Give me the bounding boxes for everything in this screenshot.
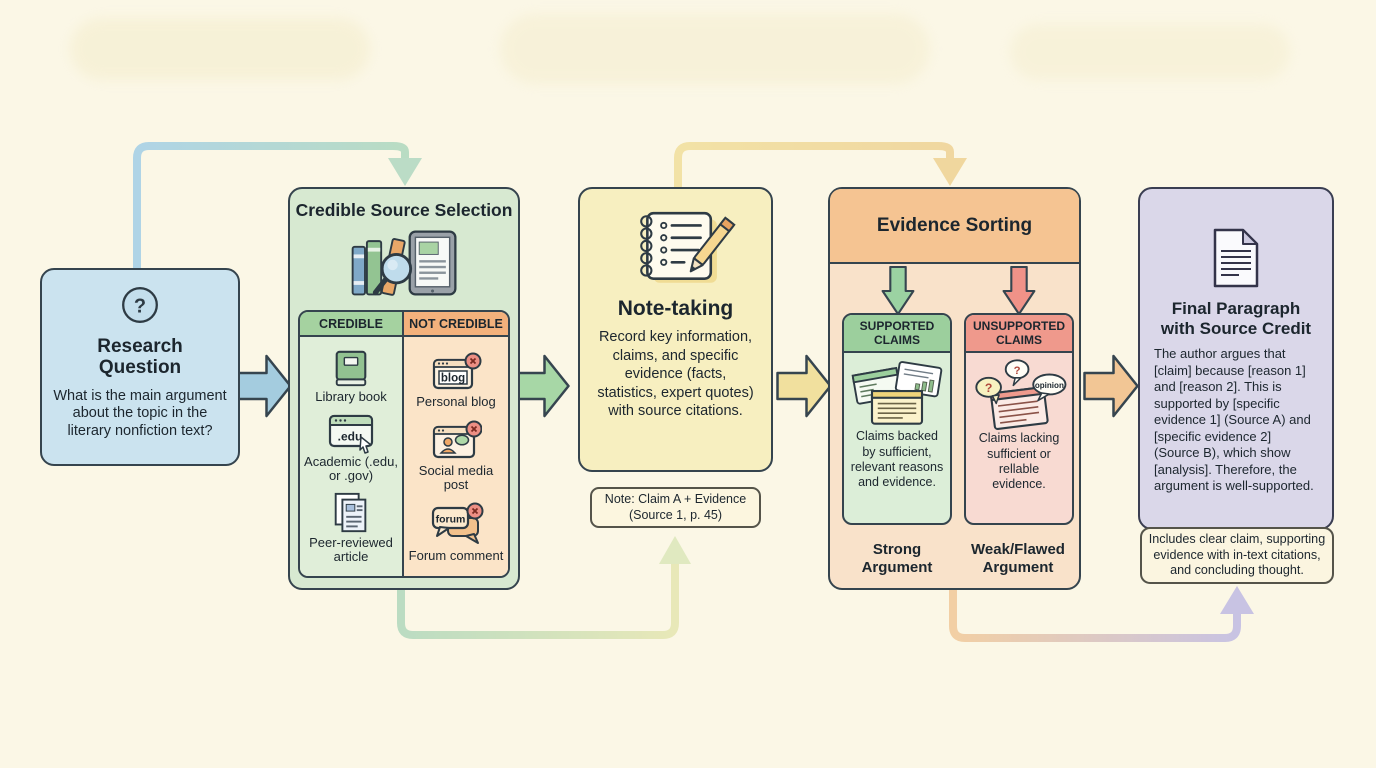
unsupported-claims-box: UNSUPPORTED CLAIMS ? ? [964,313,1074,525]
arrowhead-up-icon [659,536,691,564]
down-arrow-red-icon [1002,266,1036,316]
down-arrow-green-icon [881,266,915,316]
note-taking-title: Note-taking [617,297,734,320]
background-artifact [500,14,930,84]
question-circle-icon: ? [122,287,158,323]
list-item: blog Personal blog [416,350,496,409]
peer-reviewed-article-icon [334,492,367,532]
unsupported-claims-text: Claims lacking sufficient or rellable ev… [978,431,1060,492]
not-credible-column-header: NOT CREDIBLE [404,312,508,337]
notebook-pencil-icon [580,205,771,293]
list-item: .edu Academic (.edu, or .gov) [303,412,399,484]
svg-text:blog: blog [441,373,465,385]
final-paragraph-box: Final Paragraph with Source Credit The a… [1138,187,1334,530]
note-cards-icon [844,356,950,428]
books-magnifier-tablet-icon [290,224,518,302]
list-item: Library book [315,349,387,404]
connector-evidence-to-final-caption [949,586,1254,642]
list-item: forum Forum comment [408,502,504,563]
svg-text:opinion: opinion [1035,381,1064,390]
evidence-sorting-box: Evidence Sorting SUPPORTED CLAIMS [828,187,1081,590]
credible-source-selection-title: Credible Source Selection [295,200,513,220]
arrowhead-down-icon [388,158,422,186]
background-artifact [1010,24,1290,80]
source-comparison-table: CREDIBLE NOT CREDIBLE Library book [298,310,510,578]
arrowhead-up-icon [1220,586,1254,614]
social-media-post-icon [432,420,482,458]
personal-blog-icon: blog [432,352,482,390]
library-book-icon [335,350,367,386]
svg-text:?: ? [985,381,993,395]
opinion-bubbles-icon: ? ? opinion [966,356,1072,431]
credible-column: Library book .edu Academic (.edu, or .go… [300,337,404,576]
supported-claims-text: Claims backed by sufficient, relevant re… [850,429,944,490]
research-question-box: ? Research Question What is the main arg… [40,268,240,466]
background-artifact [70,18,370,80]
flow-arrow-right-icon [514,354,570,418]
flow-arrow-right-icon [1083,354,1139,418]
list-item: Social media post [408,419,504,493]
final-paragraph-caption: Includes clear claim, supporting evidenc… [1140,527,1334,584]
note-taking-box: Note-taking Record key information, clai… [578,187,773,472]
document-icon [1140,227,1332,289]
connector-credible-to-note-example [397,536,691,639]
source-item-label: Personal blog [416,394,496,410]
final-paragraph-text: The author argues that [claim] because [… [1154,346,1314,494]
svg-text:?: ? [134,295,146,317]
weak-argument-label: Weak/Flawed Argument [971,541,1065,576]
forum-comment-icon: forum [431,502,484,544]
not-credible-column: blog Personal blog [404,337,508,576]
final-paragraph-title: Final Paragraph with Source Credit [1160,299,1312,339]
evidence-sorting-title: Evidence Sorting [830,189,1079,264]
note-taking-text: Record key information, claims, and spec… [597,329,754,420]
strong-argument-label: Strong Argument [861,541,933,576]
supported-claims-box: SUPPORTED CLAIMS [842,313,952,525]
source-item-label: Social media post [418,462,494,492]
credible-source-selection-box: Credible Source Selection CRED [288,187,520,590]
research-question-title: Research Question [97,336,183,379]
supported-claims-header: SUPPORTED CLAIMS [844,315,950,354]
source-item-label: Forum comment [408,547,504,563]
connector-research-to-credible [133,142,422,268]
research-question-text: What is the main argument about the topi… [53,387,227,439]
arrowhead-down-icon [933,158,967,186]
source-item-label: Peer-reviewed article [309,534,393,565]
source-item-label: Academic (.edu, or .gov) [304,453,398,483]
svg-text:forum: forum [436,513,466,525]
svg-text:.edu: .edu [338,429,363,443]
flow-arrow-right-icon [776,354,832,418]
academic-site-icon: .edu [328,414,374,454]
source-item-label: Library book [315,388,387,404]
connector-notetaking-to-evidence [674,142,967,190]
unsupported-claims-header: UNSUPPORTED CLAIMS [966,315,1072,354]
credible-column-header: CREDIBLE [300,312,404,337]
flow-arrow-right-icon [236,354,292,418]
note-example-callout: Note: Claim A + Evidence (Source 1, p. 4… [590,487,761,528]
list-item: Peer-reviewed article [303,491,399,565]
svg-text:?: ? [1014,365,1021,377]
